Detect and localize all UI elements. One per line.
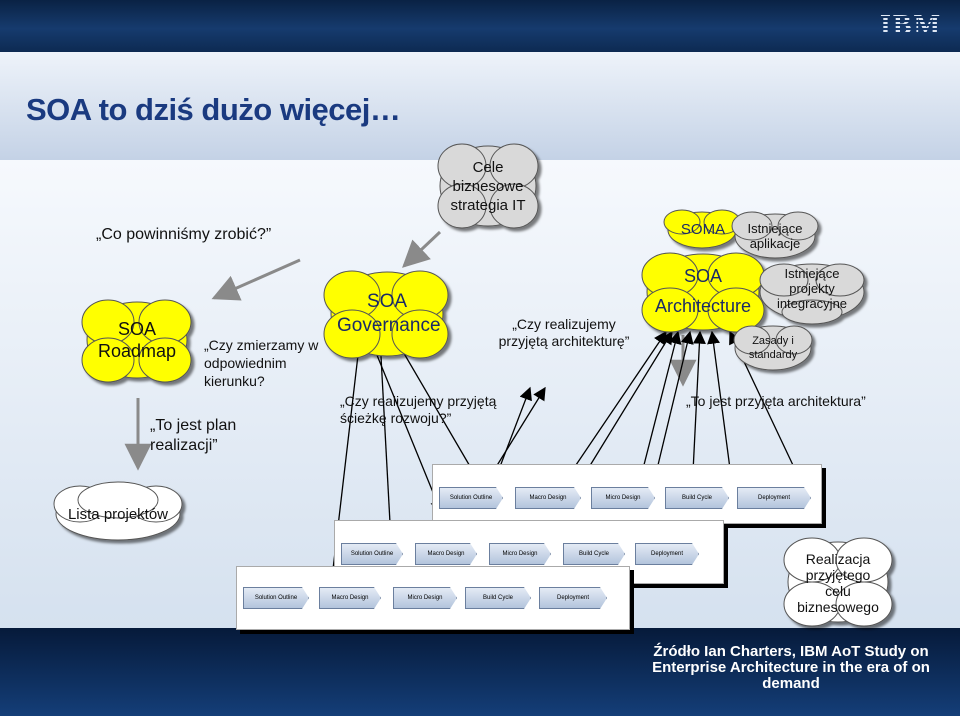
- phase-deployment[interactable]: Deployment: [635, 543, 699, 565]
- soma-cloud[interactable]: SOMA: [680, 221, 726, 238]
- soma-cloud-shape: [663, 209, 741, 249]
- project-stripe-1: Solution Outline Macro Design Micro Desi…: [432, 464, 822, 524]
- project-stripe-3: Solution Outline Macro Design Micro Desi…: [236, 566, 630, 630]
- realization-cloud[interactable]: Realizacja przyjętego celu biznesowego: [797, 551, 879, 615]
- phase-build-cycle[interactable]: Build Cycle: [665, 487, 729, 509]
- footer-band: [0, 628, 960, 716]
- governance-cloud-shape: [323, 270, 449, 359]
- projects-cloud[interactable]: Lista projektów: [67, 506, 169, 523]
- governance-cloud[interactable]: SOA Governance: [337, 291, 441, 336]
- phase-macro-design[interactable]: Macro Design: [319, 587, 381, 609]
- projects-cloud-shape: [53, 481, 183, 541]
- slide-title: SOA to dziś dużo więcej…: [26, 92, 401, 127]
- phase-solution-outline[interactable]: Solution Outline: [243, 587, 309, 609]
- apps-cloud-shape: [731, 211, 819, 259]
- question-what-to-do: „Co powinniśmy zrobić?”: [96, 226, 272, 243]
- question-architecture: „Czy realizujemy przyjętą architekturę”: [498, 316, 630, 349]
- phase-solution-outline[interactable]: Solution Outline: [341, 543, 403, 565]
- architecture-statement: „To jest przyjęta architektura”: [686, 393, 866, 409]
- phase-solution-outline[interactable]: Solution Outline: [439, 487, 503, 509]
- integration-cloud[interactable]: Istniejące projekty integracyjne: [776, 266, 848, 311]
- phase-deployment[interactable]: Deployment: [539, 587, 607, 609]
- phase-macro-design[interactable]: Macro Design: [515, 487, 581, 509]
- apps-cloud[interactable]: Istniejące aplikacje: [747, 221, 803, 251]
- phase-deployment[interactable]: Deployment: [737, 487, 811, 509]
- cloud-shapes: [53, 143, 893, 627]
- phase-build-cycle[interactable]: Build Cycle: [563, 543, 625, 565]
- realization-cloud-shape: [783, 537, 893, 627]
- standards-cloud[interactable]: Zasady i standardy: [748, 335, 798, 361]
- title-band: [0, 52, 960, 160]
- header-band: [0, 0, 960, 52]
- phase-build-cycle[interactable]: Build Cycle: [465, 587, 531, 609]
- goals-cloud[interactable]: Cele biznesowe strategia IT: [450, 159, 526, 214]
- integration-cloud-shape: [759, 263, 865, 325]
- phase-micro-design[interactable]: Micro Design: [591, 487, 655, 509]
- phase-macro-design[interactable]: Macro Design: [415, 543, 477, 565]
- ibm-logo: IBM: [880, 10, 942, 41]
- standards-cloud-shape: [733, 325, 813, 371]
- phase-micro-design[interactable]: Micro Design: [489, 543, 551, 565]
- architecture-cloud[interactable]: SOA Architecture: [654, 266, 752, 316]
- question-right-direction: „Czy zmierzamy w odpowiednim kierunku?: [204, 337, 319, 389]
- phase-micro-design[interactable]: Micro Design: [393, 587, 457, 609]
- roadmap-cloud[interactable]: SOA Roadmap: [97, 319, 177, 361]
- plan-statement: „To jest plan realizacji”: [150, 417, 237, 454]
- goals-cloud-shape: [437, 143, 539, 229]
- roadmap-cloud-shape: [81, 299, 192, 383]
- source-citation: Źródło Ian Charters, IBM AoT Study on En…: [652, 643, 930, 692]
- architecture-cloud-shape: [641, 252, 765, 333]
- question-path: „Czy realizujemy przyjętą ścieżkę rozwoj…: [340, 393, 497, 426]
